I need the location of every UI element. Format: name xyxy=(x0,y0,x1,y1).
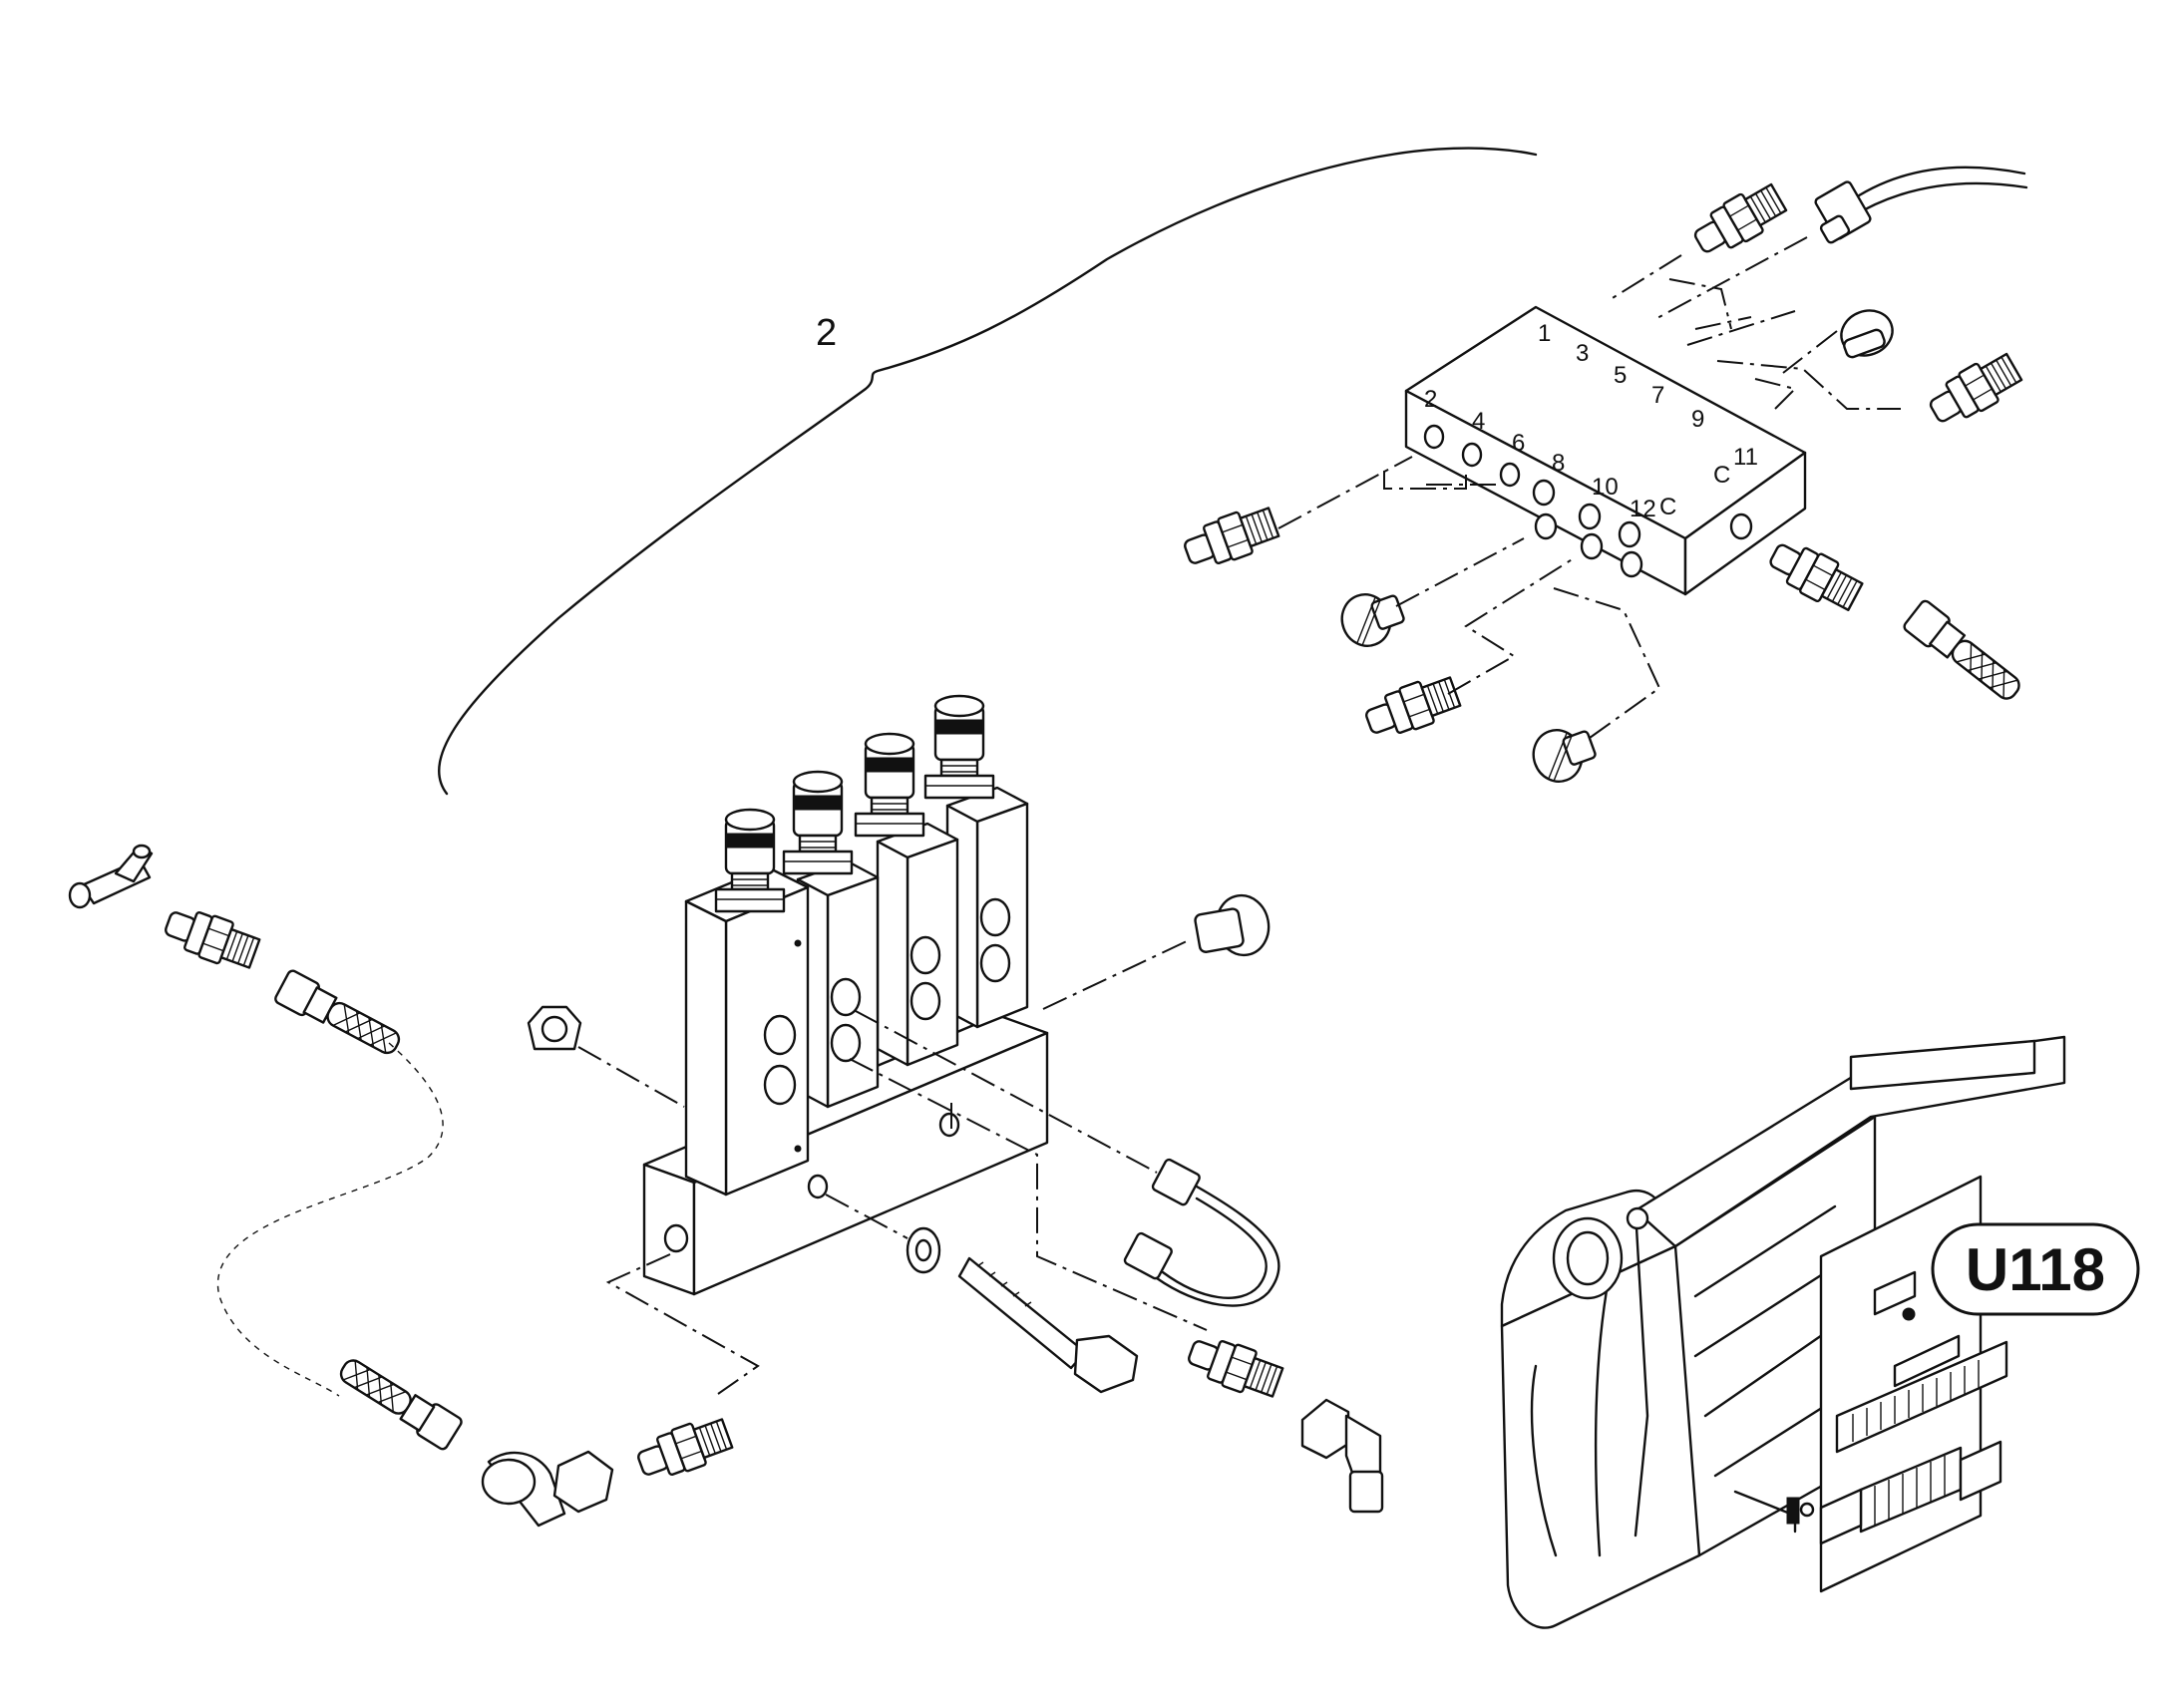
port-label-4: 4 xyxy=(1472,408,1485,435)
bent-tube xyxy=(1123,1158,1280,1307)
fitting-lower-center xyxy=(1182,1329,1286,1405)
item-2-brace xyxy=(438,147,1538,796)
fitting-right xyxy=(1762,532,1867,618)
port-label-1: 1 xyxy=(1538,320,1551,347)
elbow-lower-right xyxy=(1300,1398,1384,1514)
item-2-callout: 2 xyxy=(816,312,837,354)
valve-cartridge-4 xyxy=(923,694,995,800)
valve-bank xyxy=(642,786,1049,1296)
port-marker-c-right: C xyxy=(1713,462,1730,489)
valve-cartridge-2 xyxy=(782,770,854,875)
screw-port-12 xyxy=(1525,718,1602,790)
valve-cartridge-1 xyxy=(714,808,786,913)
hose-right xyxy=(1901,597,2028,709)
port-label-7: 7 xyxy=(1651,382,1664,409)
port-label-10: 10 xyxy=(1592,474,1619,501)
figure-code-badge: U118 xyxy=(1931,1222,2140,1316)
fitting-port-2 xyxy=(1178,500,1282,575)
hex-nut xyxy=(527,1005,582,1051)
plug-top-right xyxy=(1840,309,1894,359)
fitting-port-1 xyxy=(1686,176,1791,264)
fitting-upper-left xyxy=(159,900,263,976)
hex-bolt xyxy=(957,1256,1139,1394)
hose-upper-left xyxy=(272,967,407,1063)
port-label-6: 6 xyxy=(1512,430,1525,457)
port-label-5: 5 xyxy=(1614,362,1627,389)
hose-lower-left xyxy=(332,1350,465,1453)
port-label-2: 2 xyxy=(1424,386,1437,413)
port-label-12: 12 xyxy=(1630,496,1656,522)
port-label-3: 3 xyxy=(1576,340,1589,367)
tee-fitting xyxy=(68,844,154,909)
washer xyxy=(906,1226,941,1274)
fitting-lower-left xyxy=(631,1411,736,1487)
fitting-port-11 xyxy=(1922,346,2026,434)
port-label-9: 9 xyxy=(1691,406,1704,433)
figure-code-label: U118 xyxy=(1966,1236,2105,1303)
plug-screw xyxy=(1194,893,1271,957)
fitting-port-10 xyxy=(1359,669,1464,745)
module-housing xyxy=(1500,1035,2066,1629)
port-marker-c-left: C xyxy=(1659,494,1676,520)
distribution-block xyxy=(1404,305,1807,596)
leader-lines-top xyxy=(1277,236,1901,739)
cable-connector xyxy=(1814,166,2028,244)
screw-port-8 xyxy=(1333,582,1410,654)
elbow-lower-left xyxy=(481,1450,614,1528)
port-label-11: 11 xyxy=(1733,444,1758,471)
leader-lines-center xyxy=(216,940,1208,1397)
port-label-8: 8 xyxy=(1552,450,1565,477)
valve-cartridge-3 xyxy=(854,732,925,838)
